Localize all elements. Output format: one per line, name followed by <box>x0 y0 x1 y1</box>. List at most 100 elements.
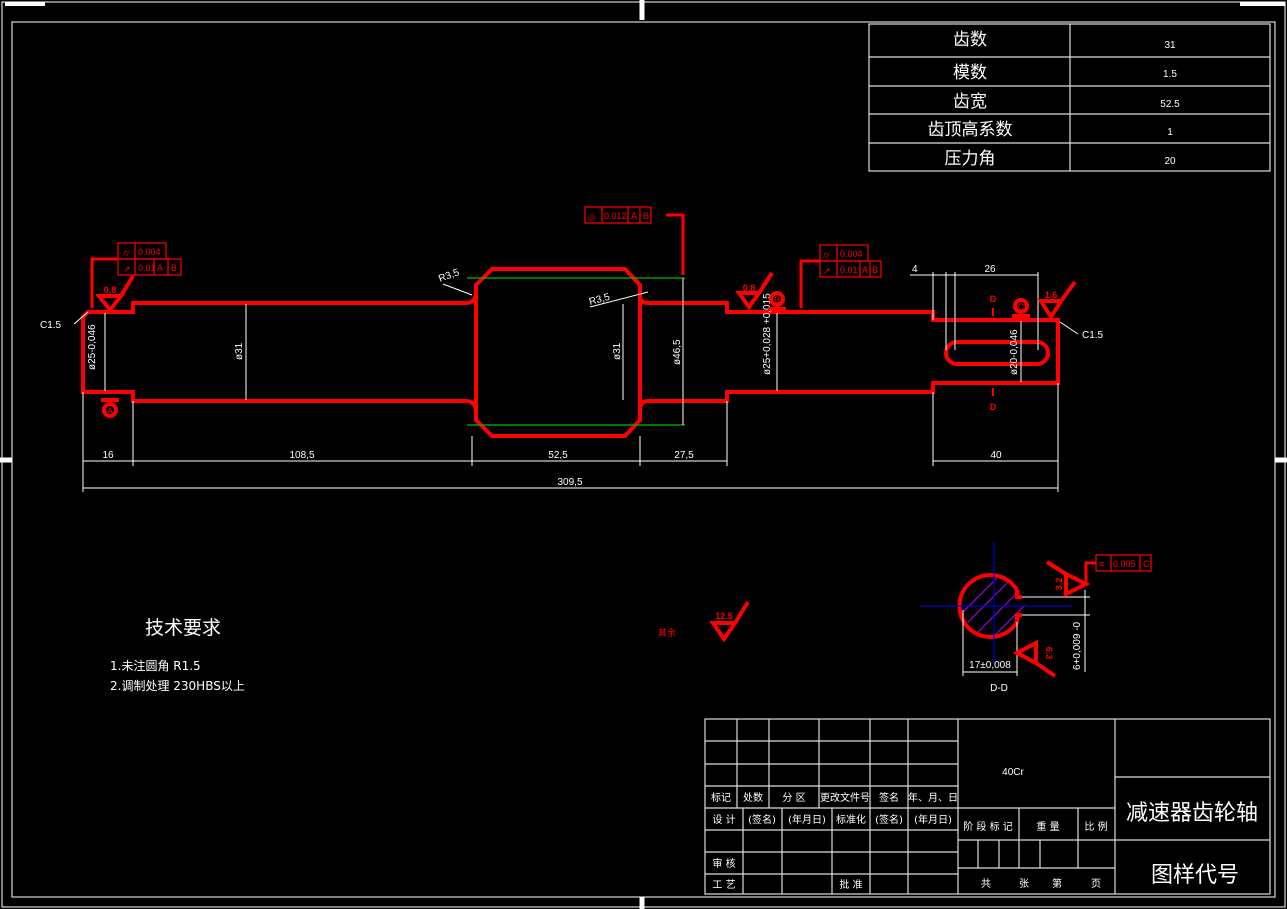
design-cell: (年月日) <box>788 813 826 826</box>
datum-c-marker: C <box>1018 302 1025 312</box>
dim-40: 40 <box>990 450 1002 461</box>
tech-req-item: 1.未注圆角 R1.5 <box>110 658 201 673</box>
section-mark: D <box>990 402 997 412</box>
gdt-value: 0.01 <box>138 263 156 273</box>
param-value: 1.5 <box>1163 69 1177 80</box>
roughness-value: 0.8 <box>743 283 756 293</box>
section-view: 17±0,008 6+0,009 -0 D-D 3.2 6.3 ≡ 0.005 … <box>920 542 1152 694</box>
dim-section-depth: 6+0,009 -0 <box>1072 621 1083 670</box>
part-name: 减速器齿轮轴 <box>1126 801 1258 826</box>
dim-dia31: ø31 <box>234 342 245 360</box>
roughness-symbols: 0.8 0.8 1.6 12.5 其余 A B C D D <box>94 271 1077 643</box>
header-cell: 年、月、日 <box>908 791 958 804</box>
review-cell: 审 核 <box>712 857 735 870</box>
sheets-label: 页 <box>1091 878 1101 890</box>
gdt-gear: ◎ 0.012 A B <box>584 206 685 275</box>
sheets-label: 共 <box>981 878 991 890</box>
technical-requirements: 技术要求 1.未注圆角 R1.5 2.调制处理 230HBS以上 <box>110 617 245 693</box>
runout-icon: ↗ <box>823 266 831 276</box>
shaft-outline <box>81 267 1060 438</box>
roughness-value: 0.8 <box>104 285 117 295</box>
gdt-datum: C <box>1143 559 1150 569</box>
concentricity-icon: ◎ <box>588 212 596 222</box>
gdt-datum: B <box>643 211 649 221</box>
gdt-value: 0.012 <box>604 211 627 221</box>
weight-label: 重 量 <box>1036 820 1059 833</box>
sheets-label: 第 <box>1052 877 1062 890</box>
param-label: 齿顶高系数 <box>928 120 1013 140</box>
dim-dia31-b: ø31 <box>612 342 623 360</box>
design-cell: (年月日) <box>914 813 952 826</box>
symmetry-icon: ≡ <box>1099 559 1104 569</box>
param-value: 52.5 <box>1160 99 1180 110</box>
cylindricity-icon: ⌭ <box>123 248 130 258</box>
dim-mid-dia: ø25+0,028 +0,015 <box>762 293 773 375</box>
gdt-value: 0.005 <box>1113 559 1136 569</box>
dim-dia46-5: ø46,5 <box>672 339 683 365</box>
dim-108-5: 108,5 <box>289 450 314 461</box>
dim-16: 16 <box>102 450 114 461</box>
approve-cell: 批 准 <box>839 878 862 891</box>
dim-4: 4 <box>912 264 918 275</box>
drawing-code: 图样代号 <box>1151 863 1239 888</box>
header-cell: 分 区 <box>782 792 805 804</box>
param-value: 31 <box>1164 40 1176 51</box>
param-label: 齿宽 <box>953 92 987 112</box>
design-cell: (签名) <box>875 813 903 826</box>
datum-b-marker: B <box>774 295 780 305</box>
design-cell: (签名) <box>748 813 776 826</box>
dim-left-chamfer: C1.5 <box>40 320 62 331</box>
runout-icon: ↗ <box>123 264 131 274</box>
dim-left-dia: ø25-0,046 <box>87 324 98 370</box>
sheets-label: 张 <box>1019 878 1029 890</box>
gdt-left: ⌭ ↗ 0.004 0.01 A B <box>90 242 182 308</box>
gdt-right: ⌭ ↗ 0.004 0.01 A B <box>799 244 882 308</box>
header-cell: 处数 <box>743 791 763 804</box>
param-value: 20 <box>1164 156 1176 167</box>
gdt-datum: A <box>862 265 868 275</box>
dim-309-5: 309,5 <box>557 477 582 488</box>
tech-req-item: 2.调制处理 230HBS以上 <box>110 679 245 693</box>
gdt-value: 0.01 <box>840 265 858 275</box>
section-label: D-D <box>990 683 1008 694</box>
design-cell: 标准化 <box>836 813 866 826</box>
gdt-value: 0.004 <box>840 249 863 259</box>
stage-label: 阶 段 标 记 <box>963 820 1013 833</box>
header-cell: 标记 <box>711 792 731 804</box>
dim-right-dia: ø20-0,046 <box>1009 329 1020 375</box>
datum-a-marker: A <box>107 406 113 416</box>
roughness-rest-label: 其余 <box>658 627 676 638</box>
title-block: 标记 处数 分 区 更改文件号 签名 年、月、日 设 计 (签名) (年月日) … <box>704 718 1271 895</box>
param-label: 压力角 <box>945 149 996 169</box>
gear-parameter-table: 齿数 31 模数 1.5 齿宽 52.5 齿顶高系数 1 压力角 20 <box>868 23 1271 172</box>
gdt-datum: B <box>171 263 177 273</box>
keyway <box>944 340 1050 366</box>
dim-27-5: 27,5 <box>674 450 694 461</box>
param-label: 齿数 <box>953 30 987 50</box>
param-value: 1 <box>1167 127 1173 138</box>
gdt-datum: A <box>157 263 163 273</box>
process-cell: 工 艺 <box>712 879 735 891</box>
roughness-value: 12.5 <box>715 611 733 621</box>
dimensions: 16 108,5 52,5 27,5 40 309,5 ø25-0,046 ø3… <box>40 264 1104 492</box>
roughness-value: 6.3 <box>1044 647 1054 660</box>
header-cell: 签名 <box>879 791 899 804</box>
roughness-value: 1.6 <box>1045 290 1058 300</box>
dim-26: 26 <box>984 264 996 275</box>
dim-section-width: 17±0,008 <box>969 660 1011 671</box>
gdt-datum: A <box>631 211 637 221</box>
cylindricity-icon: ⌭ <box>823 250 830 260</box>
dim-radius-2: R3,5 <box>588 292 612 308</box>
dim-52-5: 52,5 <box>548 450 568 461</box>
dim-radius-1: R3,5 <box>437 267 461 285</box>
tech-req-title: 技术要求 <box>145 617 221 639</box>
design-cell: 设 计 <box>712 813 735 826</box>
header-cell: 更改文件号 <box>820 791 870 804</box>
dim-right-chamfer: C1.5 <box>1082 330 1104 341</box>
gdt-datum: B <box>872 265 878 275</box>
gdt-value: 0.004 <box>138 247 161 257</box>
scale-label: 比 例 <box>1084 820 1107 833</box>
material: 40Cr <box>1002 767 1024 778</box>
